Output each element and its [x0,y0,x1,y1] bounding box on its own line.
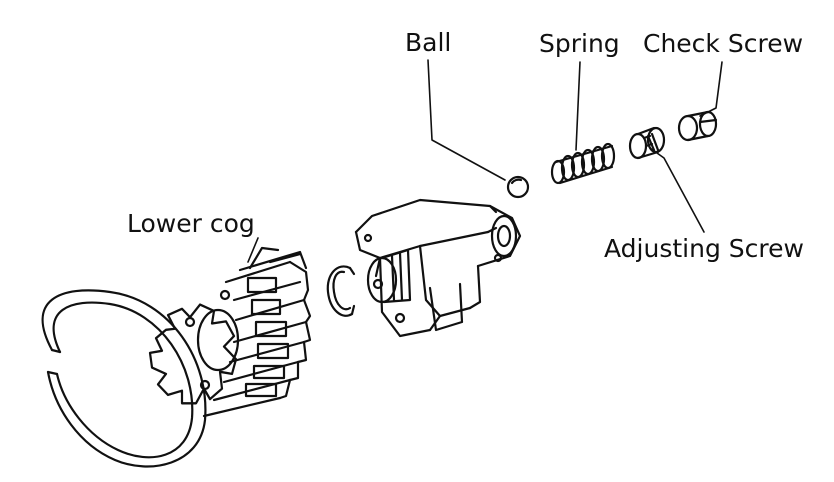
lower-cog [148,246,312,418]
adjusting-screw-part [628,126,666,160]
label-spring: Spring [539,29,620,58]
check-screw-part [677,110,718,142]
leader-lines [247,59,723,263]
label-lower-cog: Lower cog [127,209,255,238]
label-adjusting-screw: Adjusting Screw [604,234,804,263]
snap-ring [41,289,207,468]
leader-spring [575,61,581,151]
leader-check-screw [699,61,723,117]
leader-ball [427,59,506,181]
leader-lower-cog [247,237,259,263]
leader-adjusting-screw [649,147,705,233]
spring [550,142,616,185]
ball [506,175,530,199]
tensioner-body [354,198,522,338]
label-ball: Ball [405,28,452,57]
small-circlip [326,265,356,317]
label-check-screw: Check Screw [643,29,804,58]
